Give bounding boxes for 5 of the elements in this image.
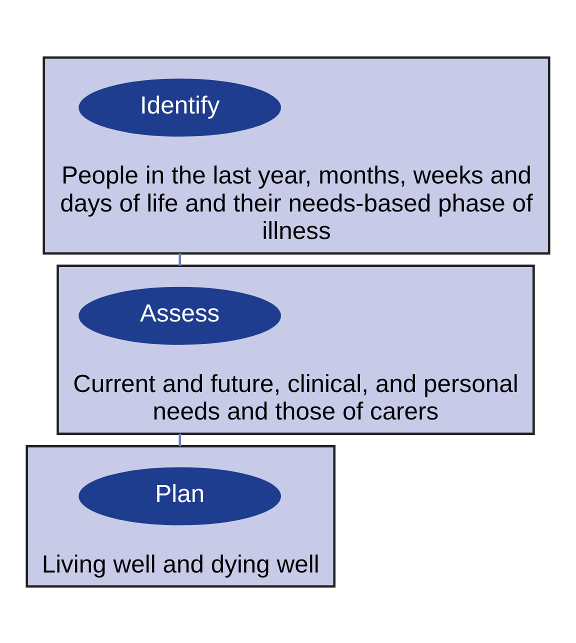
connector: [178, 252, 181, 266]
node-ellipse: Assess: [78, 286, 282, 344]
node-ellipse: Plan: [78, 466, 282, 525]
connector: [178, 433, 181, 446]
node-ellipse: Identify: [78, 78, 282, 136]
